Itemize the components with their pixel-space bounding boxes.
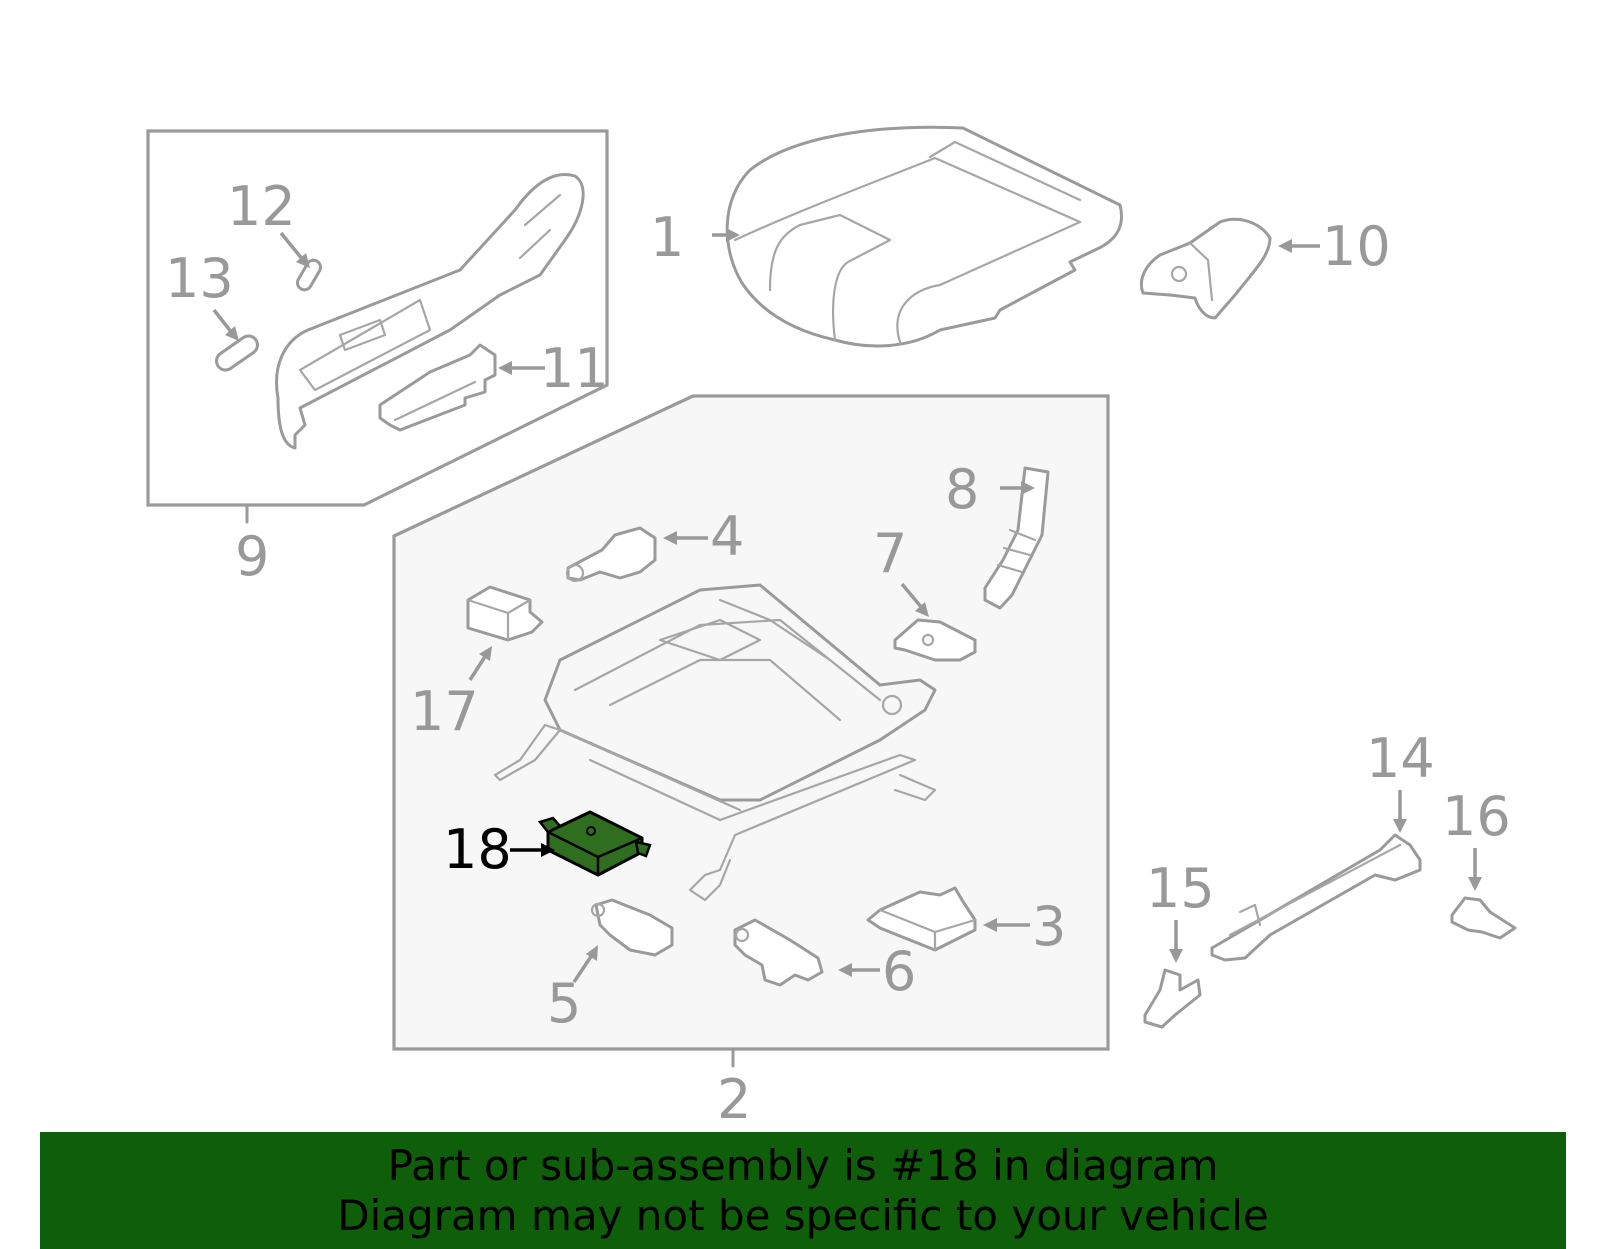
part-13-cap (215, 334, 259, 372)
callout-1: 1 (650, 206, 684, 269)
part-3-module (866, 886, 977, 952)
callout-9: 9 (235, 525, 269, 588)
panel-2 (392, 394, 1110, 1068)
part-14-seat-track (1210, 833, 1422, 962)
part-16-clip (1450, 896, 1517, 940)
callout-2: 2 (717, 1068, 751, 1131)
part-5-motor (590, 898, 674, 957)
part-10-bracket (1139, 217, 1272, 320)
callout-15: 15 (1146, 857, 1215, 920)
part-7-sensor (893, 618, 977, 662)
part-1-seat-cushion (725, 125, 1123, 348)
banner-line-1: Part or sub-assembly is #18 in diagram (387, 1140, 1219, 1190)
part-11-switch (378, 343, 497, 432)
callout-14: 14 (1366, 727, 1435, 790)
callout-6: 6 (882, 940, 916, 1003)
callout-13: 13 (165, 247, 234, 310)
leader-arrows (212, 228, 1482, 983)
callout-10: 10 (1322, 215, 1391, 278)
part-2-seat-frame (493, 583, 937, 902)
part-8-actuator (983, 466, 1050, 610)
callout-11: 11 (540, 337, 609, 400)
part-18-module-highlighted (537, 810, 652, 877)
callout-5: 5 (547, 972, 581, 1035)
callout-17: 17 (410, 680, 479, 743)
part-6-motor (733, 918, 824, 987)
part-4-motor (565, 526, 657, 583)
callout-18-highlighted: 18 (443, 818, 512, 881)
info-banner: Part or sub-assembly is #18 in diagram D… (40, 1132, 1566, 1249)
callout-8: 8 (945, 458, 979, 521)
part-17-module (466, 585, 544, 642)
callout-7: 7 (873, 522, 907, 585)
callout-12: 12 (227, 175, 296, 238)
banner-line-2: Diagram may not be specific to your vehi… (337, 1190, 1269, 1240)
callout-labels: 1 2 3 4 5 6 7 8 9 10 11 12 13 14 15 16 1… (165, 175, 1511, 1131)
part-12-cap (296, 258, 322, 292)
part-15-bracket (1143, 968, 1202, 1029)
callout-3: 3 (1032, 895, 1066, 958)
callout-4: 4 (710, 505, 744, 568)
part-9-side-trim (275, 173, 585, 450)
callout-16: 16 (1442, 785, 1511, 848)
